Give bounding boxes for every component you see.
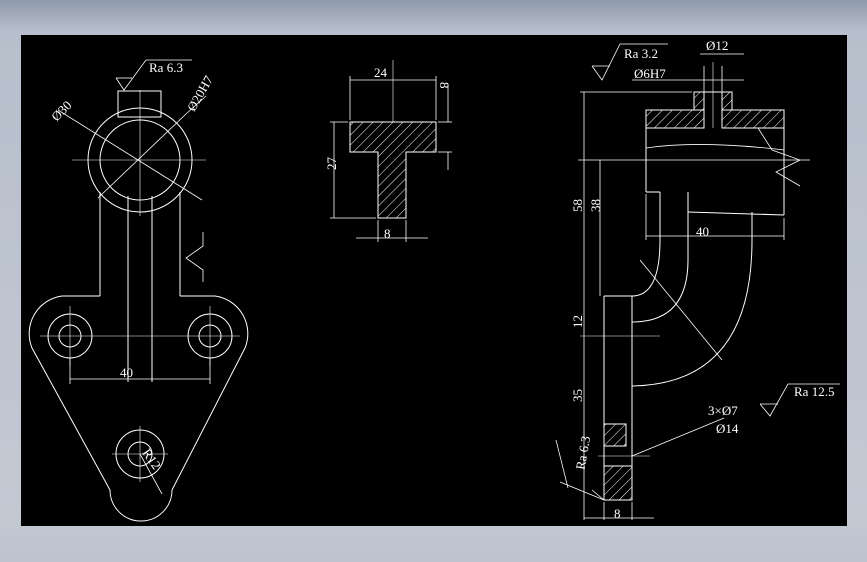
t-width-label: 24 (374, 65, 388, 80)
flange-thickness-label: 8 (437, 82, 452, 89)
roughness-top-label: Ra 3.2 (624, 46, 658, 61)
hole-dia-label: Ø6H7 (634, 66, 666, 81)
radius-label: R12 (139, 446, 164, 472)
roughness-symbol-top-right: Ra 3.2 (591, 43, 668, 81)
boss-dia-label: Ø12 (706, 38, 728, 53)
t-height-label: 27 (324, 157, 339, 171)
left-view: Ra 6.3 Ø30 Ø20H7 (28, 59, 249, 522)
roughness-symbol-top-left: Ra 6.3 (115, 59, 192, 91)
drawing-canvas: Ra 6.3 Ø30 Ø20H7 (21, 35, 847, 526)
dim-35-label: 35 (570, 389, 585, 402)
cad-drawing: Ra 6.3 Ø30 Ø20H7 (28, 38, 840, 522)
roughness-label: Ra 6.3 (149, 60, 183, 75)
top-boss (117, 90, 162, 118)
roughness-symbol-right: Ra 12.5 (759, 383, 840, 417)
base-thickness-label: 8 (614, 506, 621, 521)
dim-40-label: 40 (696, 224, 709, 239)
roughness-symbol-bottom-left: Ra 6.3 (555, 435, 605, 501)
roughness-left-label: Ra 6.3 (573, 435, 594, 471)
dim-38-label: 38 (588, 199, 603, 212)
t-section-hatched (349, 121, 437, 219)
hole-spacing-label: 40 (120, 365, 133, 380)
base-plate (28, 295, 249, 522)
t-section: 24 8 27 8 (324, 60, 452, 242)
dim-58-label: 58 (570, 199, 585, 212)
web-thickness-label: 8 (384, 226, 391, 241)
roughness-right-label: Ra 12.5 (794, 384, 834, 399)
dia-bore-label: Ø20H7 (184, 73, 216, 114)
dia-outer-label: Ø30 (48, 98, 74, 124)
holes-count-label: 3×Ø7 (708, 403, 738, 418)
dim-12-label: 12 (570, 315, 585, 328)
holes-cbore-label: Ø14 (716, 421, 739, 436)
front-view: Ra 3.2 Ø12 Ø6H7 58 38 (555, 38, 840, 521)
